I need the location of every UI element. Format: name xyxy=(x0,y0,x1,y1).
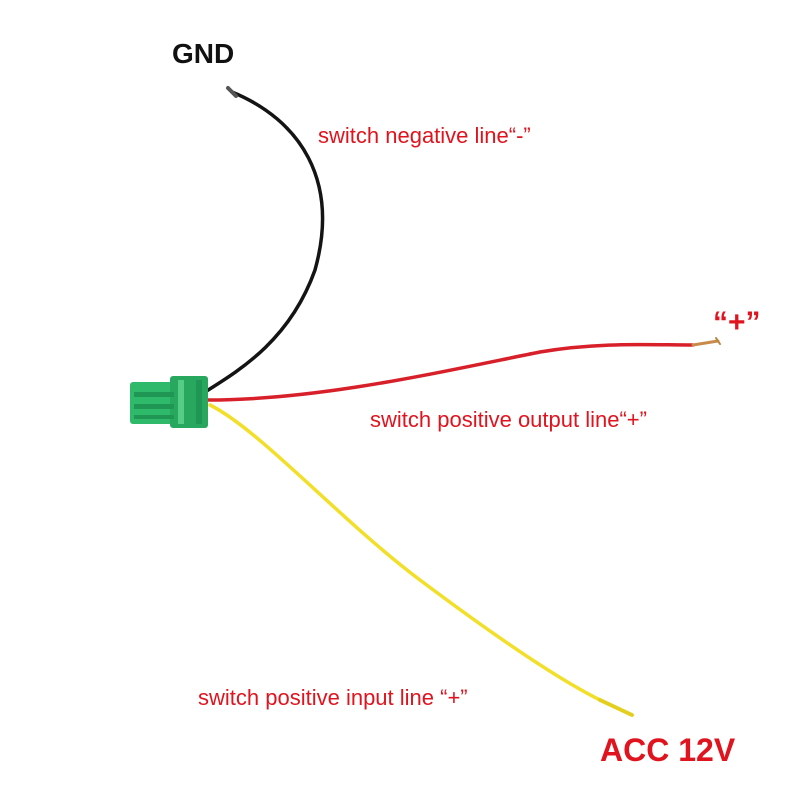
black-gnd-wire xyxy=(203,90,325,394)
positive-input-line-label: switch positive input line “+” xyxy=(198,685,468,710)
yellow-input-wire xyxy=(208,403,602,702)
gnd-label: GND xyxy=(172,38,235,69)
red-wire-end-mark xyxy=(715,337,721,345)
positive-output-line-label: switch positive output line“+” xyxy=(370,407,647,432)
acc-12v-label: ACC 12V xyxy=(600,732,736,768)
yellow-wire-tip xyxy=(598,698,634,717)
negative-line-label: switch negative line“-” xyxy=(318,123,531,148)
black-wire-stripped-tip xyxy=(226,86,238,98)
plus-label: “+” xyxy=(713,306,761,339)
red-wire-copper-tip xyxy=(691,339,720,347)
red-output-wire xyxy=(206,342,695,402)
green-connector xyxy=(130,376,208,428)
